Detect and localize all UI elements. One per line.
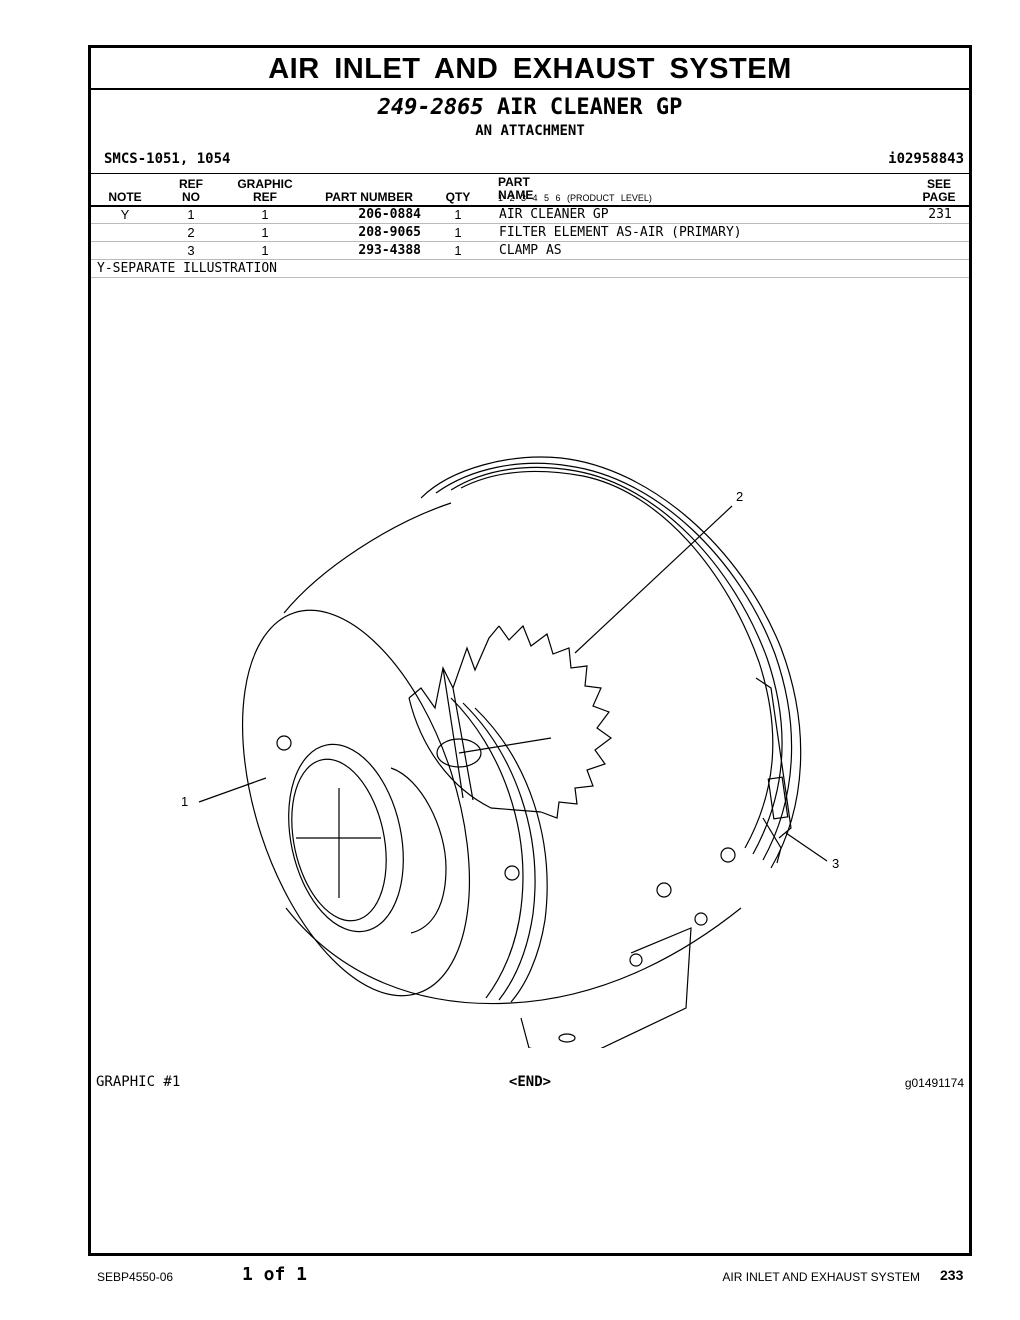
row-qty: 1 <box>454 207 462 222</box>
col-ref-top: REF <box>179 177 203 191</box>
end-marker: <END> <box>508 1074 552 1090</box>
filter-rib-1 <box>442 667 464 799</box>
leader-line-3 <box>785 832 828 862</box>
row-part-number: 208-9065 <box>358 225 421 240</box>
table-row: 3 1 293-4388 1 CLAMP AS <box>91 242 969 260</box>
inlet-outer <box>288 743 404 933</box>
note-legend: Y-SEPARATE ILLUSTRATION <box>97 261 278 276</box>
body-top-edge <box>283 502 452 614</box>
leader-line-1 <box>198 777 267 803</box>
body-contour-3 <box>474 707 548 1003</box>
nut-icon <box>276 735 292 751</box>
leader-line-2 <box>574 505 733 654</box>
clamp-latch <box>767 776 789 820</box>
filter-tie-rod <box>458 737 552 754</box>
rear-rim-band <box>435 462 793 861</box>
mount-bracket <box>520 927 692 1048</box>
row-see-page: 231 <box>928 207 952 222</box>
nut-icon <box>629 953 643 967</box>
row-graphic-ref: 1 <box>261 207 269 222</box>
filter-cut-bottom <box>408 697 542 813</box>
smcs-codes: SMCS-1051, 1054 <box>104 151 231 167</box>
notes-row: Y-SEPARATE ILLUSTRATION <box>91 260 969 278</box>
row-part-name: AIR CLEANER GP <box>499 207 609 222</box>
illustration-ident: i02958843 <box>888 151 964 167</box>
row-graphic-ref: 1 <box>261 225 269 240</box>
row-part-name: CLAMP AS <box>499 243 562 258</box>
rear-rim-outer <box>420 456 802 869</box>
callout-2: 2 <box>736 489 743 504</box>
footer-page-number: 233 <box>940 1267 964 1283</box>
group-part-name: AIR CLEANER GP <box>496 95 683 120</box>
body-contour-2 <box>462 702 536 1001</box>
columns-divider <box>91 205 969 207</box>
inlet-collar <box>390 767 447 934</box>
row-ref: 2 <box>187 225 195 240</box>
filter-rib-2 <box>452 687 474 801</box>
body-bottom-edge <box>285 907 742 1005</box>
col-graphic-bottom: REF <box>253 190 277 204</box>
col-graphic-top: GRAPHIC <box>237 177 293 191</box>
filter-pleats <box>498 624 613 819</box>
row-part-name: FILTER ELEMENT AS-AIR (PRIMARY) <box>499 225 742 240</box>
row-note: Y <box>120 207 130 222</box>
title-divider <box>91 88 969 90</box>
callout-1: 1 <box>181 794 188 809</box>
row-part-number: 293-4388 <box>358 243 421 258</box>
graphic-id: g01491174 <box>904 1076 964 1090</box>
inlet-inner <box>291 758 387 922</box>
group-subtitle: AN ATTACHMENT <box>475 123 585 139</box>
footer-section: AIR INLET AND EXHAUST SYSTEM <box>722 1270 920 1284</box>
page-frame: AIR INLET AND EXHAUST SYSTEM 249-2865 AI… <box>88 45 972 1256</box>
section-title: AIR INLET AND EXHAUST SYSTEM <box>268 53 792 85</box>
filter-center-cap <box>436 738 482 768</box>
row-qty: 1 <box>454 243 462 258</box>
product-levels: 1 2 3 4 5 6 (PRODUCT LEVEL) <box>498 193 652 203</box>
nut-icon <box>694 912 708 926</box>
footer-page-of: 1 of 1 <box>242 1264 308 1285</box>
col-see-bottom: PAGE <box>922 190 956 204</box>
nut-icon <box>720 847 736 863</box>
group-part-number: 249-2865 <box>377 95 484 120</box>
clamp-band <box>755 677 792 839</box>
clamp-bolt <box>762 817 782 864</box>
rear-rim-inner <box>450 466 783 855</box>
header-divider <box>91 173 969 174</box>
body-contour-1 <box>450 697 524 999</box>
callout-3: 3 <box>832 856 839 871</box>
col-see-top: SEE <box>926 177 951 191</box>
row-ref: 1 <box>187 207 195 222</box>
row-graphic-ref: 1 <box>261 243 269 258</box>
row-qty: 1 <box>454 225 462 240</box>
table-row: 2 1 208-9065 1 FILTER ELEMENT AS-AIR (PR… <box>91 224 969 242</box>
graphic-label: GRAPHIC #1 <box>96 1074 181 1090</box>
table-row: Y 1 1 206-0884 1 AIR CLEANER GP 231 <box>91 206 969 224</box>
col-note: NOTE <box>108 190 142 204</box>
col-ref-bottom: NO <box>182 190 200 204</box>
row-ref: 3 <box>187 243 195 258</box>
col-qty: QTY <box>445 190 471 204</box>
mount-slot <box>558 1033 576 1043</box>
col-part-name: PART NAME <box>498 175 534 202</box>
air-cleaner-illustration: 1 2 3 <box>181 456 839 1048</box>
group-title: 249-2865 AIR CLEANER GP <box>91 95 969 121</box>
nut-icon <box>656 882 672 898</box>
nut-icon <box>504 865 520 881</box>
front-face-outer <box>241 609 471 997</box>
col-part-number: PART NUMBER <box>325 190 413 204</box>
footer-doc-id: SEBP4550-06 <box>97 1270 174 1284</box>
rear-rim-groove <box>460 470 774 849</box>
row-part-number: 206-0884 <box>358 207 421 222</box>
